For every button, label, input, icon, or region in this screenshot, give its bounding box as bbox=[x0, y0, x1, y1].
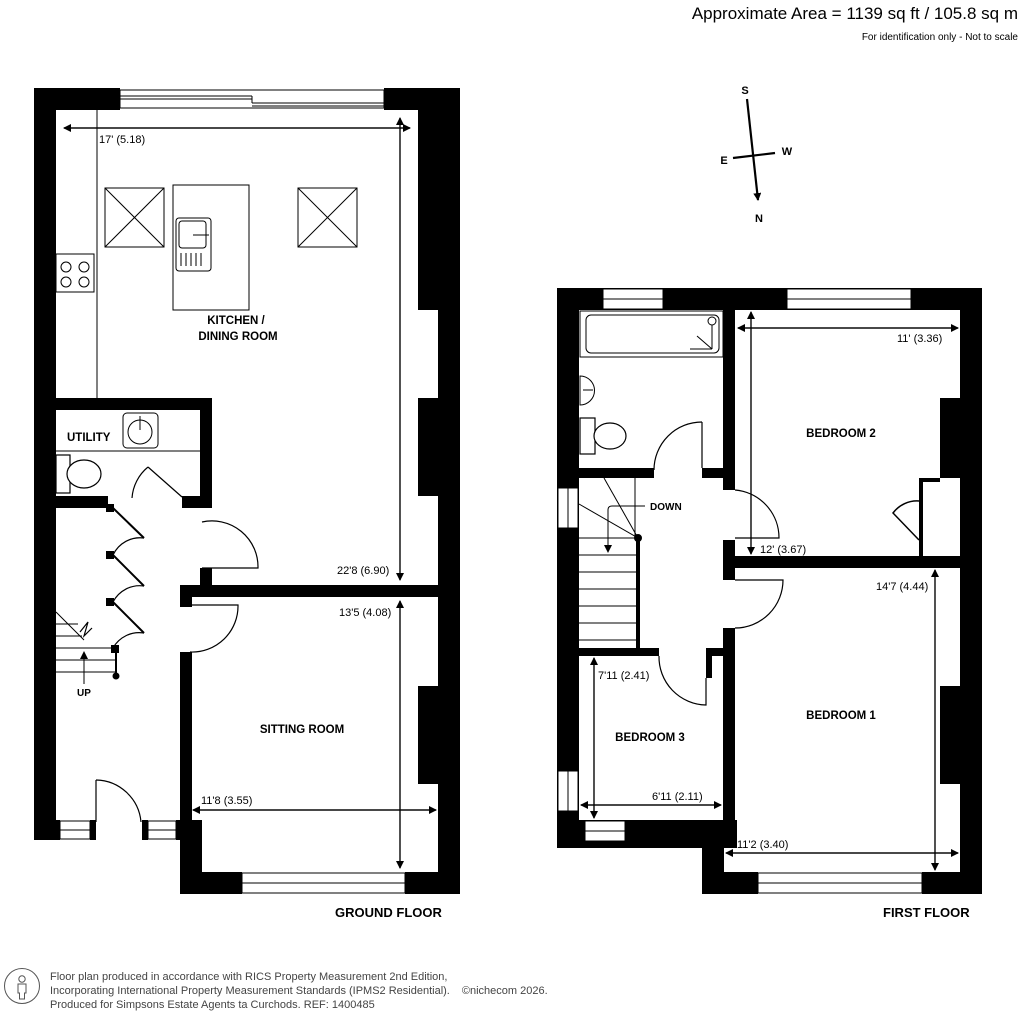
compass-south: S bbox=[741, 85, 748, 97]
stairs-down-label: DOWN bbox=[650, 502, 682, 513]
first-floor-plan: 11' (3.36) 12' (3.67) 14'7 (4.44) 11'2 (… bbox=[557, 288, 982, 920]
compass-crossbar bbox=[732, 151, 776, 160]
bathroom-door bbox=[653, 421, 703, 471]
compass-arrow-icon bbox=[745, 98, 762, 201]
dimension-bed2-length: 12' (3.67) bbox=[760, 544, 806, 556]
dimension-kitchen-length: 22'8 (6.90) bbox=[337, 565, 389, 577]
footer-line-1: Floor plan produced in accordance with R… bbox=[50, 971, 448, 983]
room-label-dining: DINING ROOM bbox=[198, 331, 277, 343]
bath-icon bbox=[579, 310, 724, 358]
footer-text: Floor plan produced in accordance with R… bbox=[50, 970, 548, 1012]
footer-line-2-text: Incorporating International Property Mea… bbox=[50, 985, 450, 997]
compass: S E W N bbox=[720, 85, 792, 225]
skylight-icon bbox=[104, 187, 165, 248]
compass-north: N bbox=[755, 213, 763, 225]
sitting-room-window bbox=[241, 872, 406, 894]
ground-dimension-lines bbox=[63, 117, 437, 869]
ground-floor-walls bbox=[34, 88, 460, 894]
person-icon bbox=[4, 968, 40, 1004]
stairs-up bbox=[55, 611, 120, 684]
kitchen-sliding-doors bbox=[119, 89, 385, 109]
footer: Floor plan produced in accordance with R… bbox=[0, 964, 700, 1016]
ground-floor-title: GROUND FLOOR bbox=[335, 905, 442, 920]
approximate-area-title: Approximate Area = 1139 sq ft / 105.8 sq… bbox=[691, 4, 1018, 23]
bedroom-1-door bbox=[734, 579, 784, 629]
dimension-sitting-length: 13'5 (4.08) bbox=[339, 607, 391, 619]
room-label-bedroom-3: BEDROOM 3 bbox=[615, 732, 685, 744]
room-label-sitting-room: SITTING ROOM bbox=[260, 724, 344, 736]
first-floor-windows bbox=[557, 288, 923, 894]
first-dimension-lines bbox=[580, 311, 959, 871]
kitchen-door bbox=[201, 520, 259, 569]
sitting-room-door bbox=[189, 604, 239, 653]
hob-icon bbox=[55, 253, 95, 293]
ground-floor-plan: 17' (5.18) 22'8 (6.90) 13'5 (4.08) 11'8 … bbox=[34, 88, 460, 920]
copyright: ©nichecom 2026. bbox=[461, 985, 548, 997]
room-label-bedroom-1: BEDROOM 1 bbox=[806, 710, 876, 722]
kitchen-island bbox=[172, 184, 250, 311]
dimension-bed3-width: 6'11 (2.11) bbox=[652, 791, 703, 803]
dimension-bed2-width: 11' (3.36) bbox=[897, 333, 942, 345]
sink-icon bbox=[175, 217, 212, 272]
compass-west: W bbox=[782, 146, 793, 158]
first-floor-title: FIRST FLOOR bbox=[883, 905, 970, 920]
dimension-sitting-width: 11'8 (3.55) bbox=[201, 795, 252, 807]
entrance-windows bbox=[59, 820, 177, 840]
compass-east: E bbox=[720, 155, 727, 167]
front-door bbox=[95, 779, 142, 823]
cupboard-door bbox=[892, 500, 920, 541]
bedroom-3-door bbox=[658, 655, 707, 706]
scale-disclaimer: For identification only - Not to scale bbox=[861, 32, 1018, 43]
toilet-icon bbox=[579, 417, 627, 455]
cupboard-doors bbox=[106, 504, 145, 653]
dimension-bed1-width: 11'2 (3.40) bbox=[737, 839, 788, 851]
dimension-kitchen-width: 17' (5.18) bbox=[99, 134, 145, 146]
basin-icon bbox=[579, 375, 595, 406]
room-label-bedroom-2: BEDROOM 2 bbox=[806, 428, 876, 440]
utility-sink-icon bbox=[122, 412, 159, 449]
stairs-up-label: UP bbox=[77, 688, 91, 699]
stairs-down bbox=[578, 477, 645, 641]
toilet-icon bbox=[55, 454, 102, 494]
dimension-bed1-length: 14'7 (4.44) bbox=[876, 581, 928, 593]
utility-door bbox=[131, 466, 183, 499]
skylight-icon bbox=[297, 187, 358, 248]
dimension-bed3-length: 7'11 (2.41) bbox=[598, 670, 649, 682]
room-label-kitchen: KITCHEN / bbox=[207, 315, 265, 327]
footer-line-2: Incorporating International Property Mea… bbox=[50, 984, 548, 998]
room-label-utility: UTILITY bbox=[67, 432, 111, 444]
footer-line-3: Produced for Simpsons Estate Agents ta C… bbox=[50, 999, 375, 1011]
bedroom-2-door bbox=[734, 489, 780, 539]
